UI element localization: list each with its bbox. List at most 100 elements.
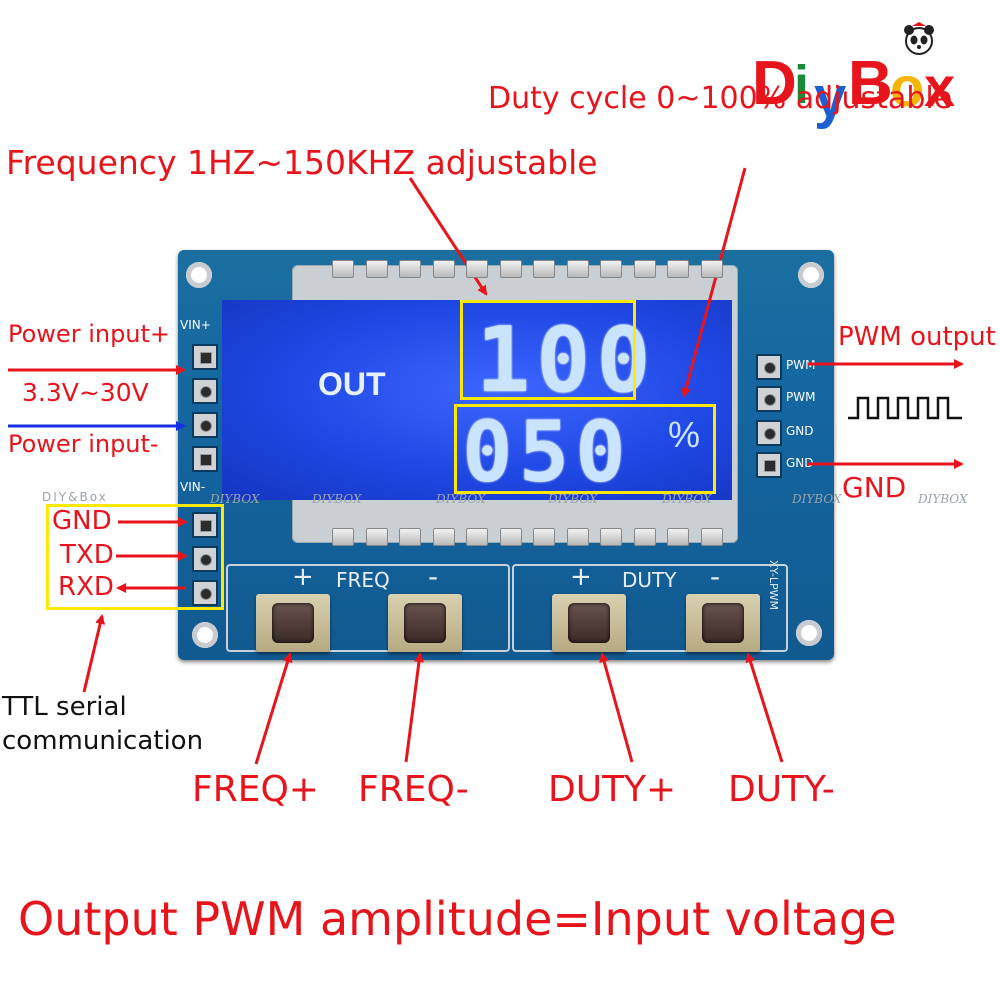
- ttl-arrow: [82, 614, 106, 693]
- frequency-callout: Frequency 1HZ~150KHZ adjustable: [6, 143, 598, 182]
- vin-minus-silkscreen: VIN-: [180, 480, 206, 494]
- lcd-connector-pin: [700, 528, 723, 546]
- lcd-connector-pin: [466, 528, 488, 546]
- lcd-connector-pin: [399, 528, 421, 546]
- lcd-connector-pin: [667, 528, 689, 546]
- duty-button-zone: [512, 564, 788, 652]
- lcd-connector-pin: [633, 528, 656, 546]
- freq-minus-silkscreen: -: [428, 560, 439, 593]
- power-input-plus-callout: Power input+: [8, 320, 171, 348]
- duty-minus-callout: DUTY-: [728, 769, 835, 810]
- duty-plus-button[interactable]: [552, 594, 626, 652]
- serial-pin: [192, 546, 218, 572]
- serial-highlight-box: [46, 504, 224, 610]
- lcd-connector-pin: [332, 528, 354, 546]
- freq-plus-arrow: [254, 652, 293, 765]
- lcd-connector-pin: [600, 260, 622, 278]
- watermark: DIYBOX: [792, 492, 842, 506]
- serial-pin: [192, 512, 218, 538]
- duty-plus-silkscreen: +: [570, 562, 592, 592]
- duty-cycle-callout: Duty cycle 0~100% adjustable: [488, 81, 953, 116]
- frequency-highlight-box: [460, 300, 636, 400]
- lcd-connector-pin: [432, 528, 455, 546]
- lcd-connector-pin: [466, 260, 488, 278]
- freq-plus-button[interactable]: [256, 594, 330, 652]
- power-pin: [192, 378, 218, 404]
- logo-letter: x: [924, 55, 956, 118]
- pwm-output-callout: PWM output: [838, 322, 996, 352]
- lcd-connector-pin: [499, 528, 522, 546]
- gnd-right-callout: GND: [842, 471, 907, 504]
- logo-letter: o: [890, 55, 925, 118]
- watermark: DIYBOX: [436, 492, 486, 506]
- pwm-waveform-icon: [848, 396, 962, 420]
- freq-button-zone: [226, 564, 510, 652]
- ttl-callout-line2: communication: [2, 726, 204, 756]
- pin-label-pwm: PWM: [786, 390, 816, 404]
- mount-hole: [192, 622, 218, 648]
- power-pin: [192, 446, 218, 472]
- freq-minus-callout: FREQ-: [358, 769, 469, 810]
- duty-minus-arrow: [745, 652, 784, 763]
- freq-minus-button[interactable]: [388, 594, 462, 652]
- vin-plus-silkscreen: VIN+: [180, 318, 211, 332]
- power-pin: [192, 412, 218, 438]
- lcd-connector-pin: [566, 528, 589, 546]
- logo-letter: B: [848, 49, 893, 118]
- freq-plus-callout: FREQ+: [192, 769, 319, 810]
- txd-callout: TXD: [60, 540, 114, 570]
- serial-pin: [192, 580, 218, 606]
- lcd-duty-value: 050: [462, 403, 632, 501]
- voltage-range-callout: 3.3V~30V: [22, 378, 149, 407]
- lcd-connector-pin: [667, 260, 689, 278]
- watermark-left: DIY&Box: [42, 490, 108, 504]
- lcd-connector-pin: [399, 260, 421, 278]
- output-pin: [756, 420, 782, 446]
- lcd-connector-pin: [633, 260, 656, 278]
- output-pin: [756, 452, 782, 478]
- duty-minus-button[interactable]: [686, 594, 760, 652]
- mount-hole: [186, 262, 212, 288]
- pin-label-pwm: PWM: [786, 358, 816, 372]
- lcd-connector-pin: [365, 528, 388, 546]
- lcd-connector-pin: [600, 528, 622, 546]
- lcd-connector-pin: [566, 260, 589, 278]
- gnd-left-callout: GND: [52, 506, 112, 536]
- duty-plus-arrow: [599, 652, 634, 763]
- lcd-connector-pin: [432, 260, 455, 278]
- watermark: DIYBOX: [918, 492, 968, 506]
- panda-mascot-icon: [902, 22, 936, 56]
- logo-letter: y: [814, 65, 847, 130]
- freq-minus-arrow: [404, 652, 424, 763]
- power-pin: [192, 344, 218, 370]
- duty-highlight-box: [454, 404, 716, 494]
- lcd-percent-sign: %: [668, 414, 701, 455]
- lcd-frequency-value: 100: [476, 308, 657, 413]
- pin-label-gnd: GND: [786, 456, 814, 470]
- logo-letter: D: [752, 49, 797, 118]
- watermark: DIYBOX: [662, 492, 712, 506]
- freq-group-silkscreen: FREQ: [336, 568, 390, 592]
- watermark: DIYBOX: [210, 492, 260, 506]
- power-input-minus-callout: Power input-: [8, 430, 159, 458]
- lcd-connector-pin: [332, 260, 354, 278]
- ttl-callout-line1: TTL serial: [2, 692, 127, 722]
- lcd-connector-pin: [499, 260, 522, 278]
- lcd-connector-pin: [533, 260, 555, 278]
- lcd-connector-pin: [700, 260, 723, 278]
- lcd-connector-pin: [365, 260, 388, 278]
- mount-hole: [798, 262, 824, 288]
- duty-plus-callout: DUTY+: [548, 769, 677, 810]
- mount-hole: [796, 620, 822, 646]
- brand-logo: D i y B o x: [752, 22, 972, 130]
- lcd-out-label: OUT: [318, 366, 386, 402]
- footer-caption: Output PWM amplitude=Input voltage: [18, 892, 897, 946]
- output-pin: [756, 386, 782, 412]
- duty-group-silkscreen: DUTY: [622, 568, 677, 592]
- pin-label-gnd: GND: [786, 424, 814, 438]
- duty-minus-silkscreen: -: [710, 560, 721, 593]
- rxd-callout: RXD: [58, 572, 114, 602]
- output-pin: [756, 354, 782, 380]
- watermark: DIYBOX: [548, 492, 598, 506]
